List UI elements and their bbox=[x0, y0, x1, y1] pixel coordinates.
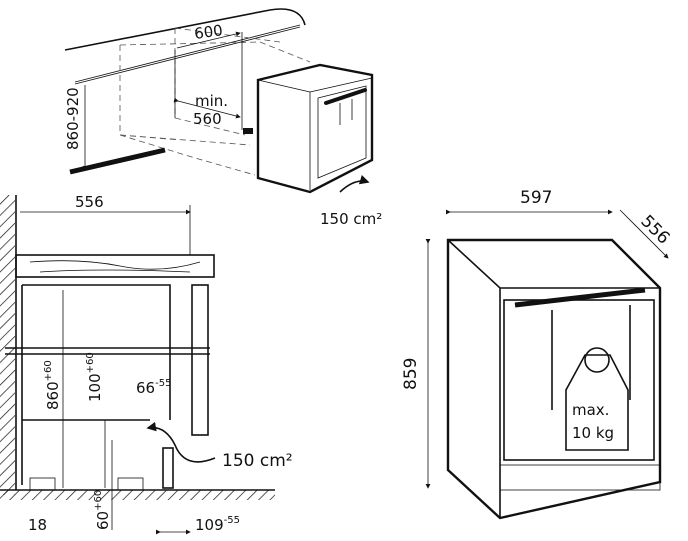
front-depth-label: 556 bbox=[636, 211, 673, 248]
plinth-100-label: 100+60 bbox=[85, 352, 104, 402]
feet-60-label: 60+60 bbox=[93, 490, 112, 530]
wall-gap-18-label: 18 bbox=[28, 516, 47, 534]
front-height-label: 859 bbox=[401, 358, 421, 390]
worktop bbox=[15, 254, 215, 278]
furniture-door bbox=[191, 284, 209, 436]
side-view: 556 860+60 100+60 66-55 60+60 18 109-55 … bbox=[0, 193, 293, 535]
side-airflow-arrow-icon bbox=[146, 421, 216, 463]
front-109-label: 109-55 bbox=[195, 515, 240, 534]
airflow-arrow-icon bbox=[339, 175, 370, 193]
depth-min-label: min. bbox=[195, 92, 228, 110]
height-860-label: 860+60 bbox=[43, 360, 62, 410]
front-width-label: 597 bbox=[520, 188, 552, 208]
iso-vent-label: 150 cm² bbox=[320, 210, 382, 228]
side-vent-label: 150 cm² bbox=[222, 451, 293, 471]
side-depth-label: 556 bbox=[75, 193, 104, 211]
weight-value-label: 10 kg bbox=[572, 424, 614, 442]
depth-560-label: 560 bbox=[193, 110, 222, 128]
weight-max-label: max. bbox=[572, 401, 609, 419]
height-range-label: 860-920 bbox=[64, 87, 82, 150]
iso-view: 600 min. 560 860-920 150 cm² bbox=[64, 8, 382, 228]
door-gap-66-label: 66-55 bbox=[136, 378, 171, 397]
appliance-iso bbox=[256, 63, 374, 194]
width-600-label: 600 bbox=[193, 21, 224, 43]
front-view: max. 10 kg 597 556 859 bbox=[401, 188, 674, 520]
worktop-edge bbox=[64, 8, 306, 51]
weight-icon bbox=[565, 354, 629, 451]
